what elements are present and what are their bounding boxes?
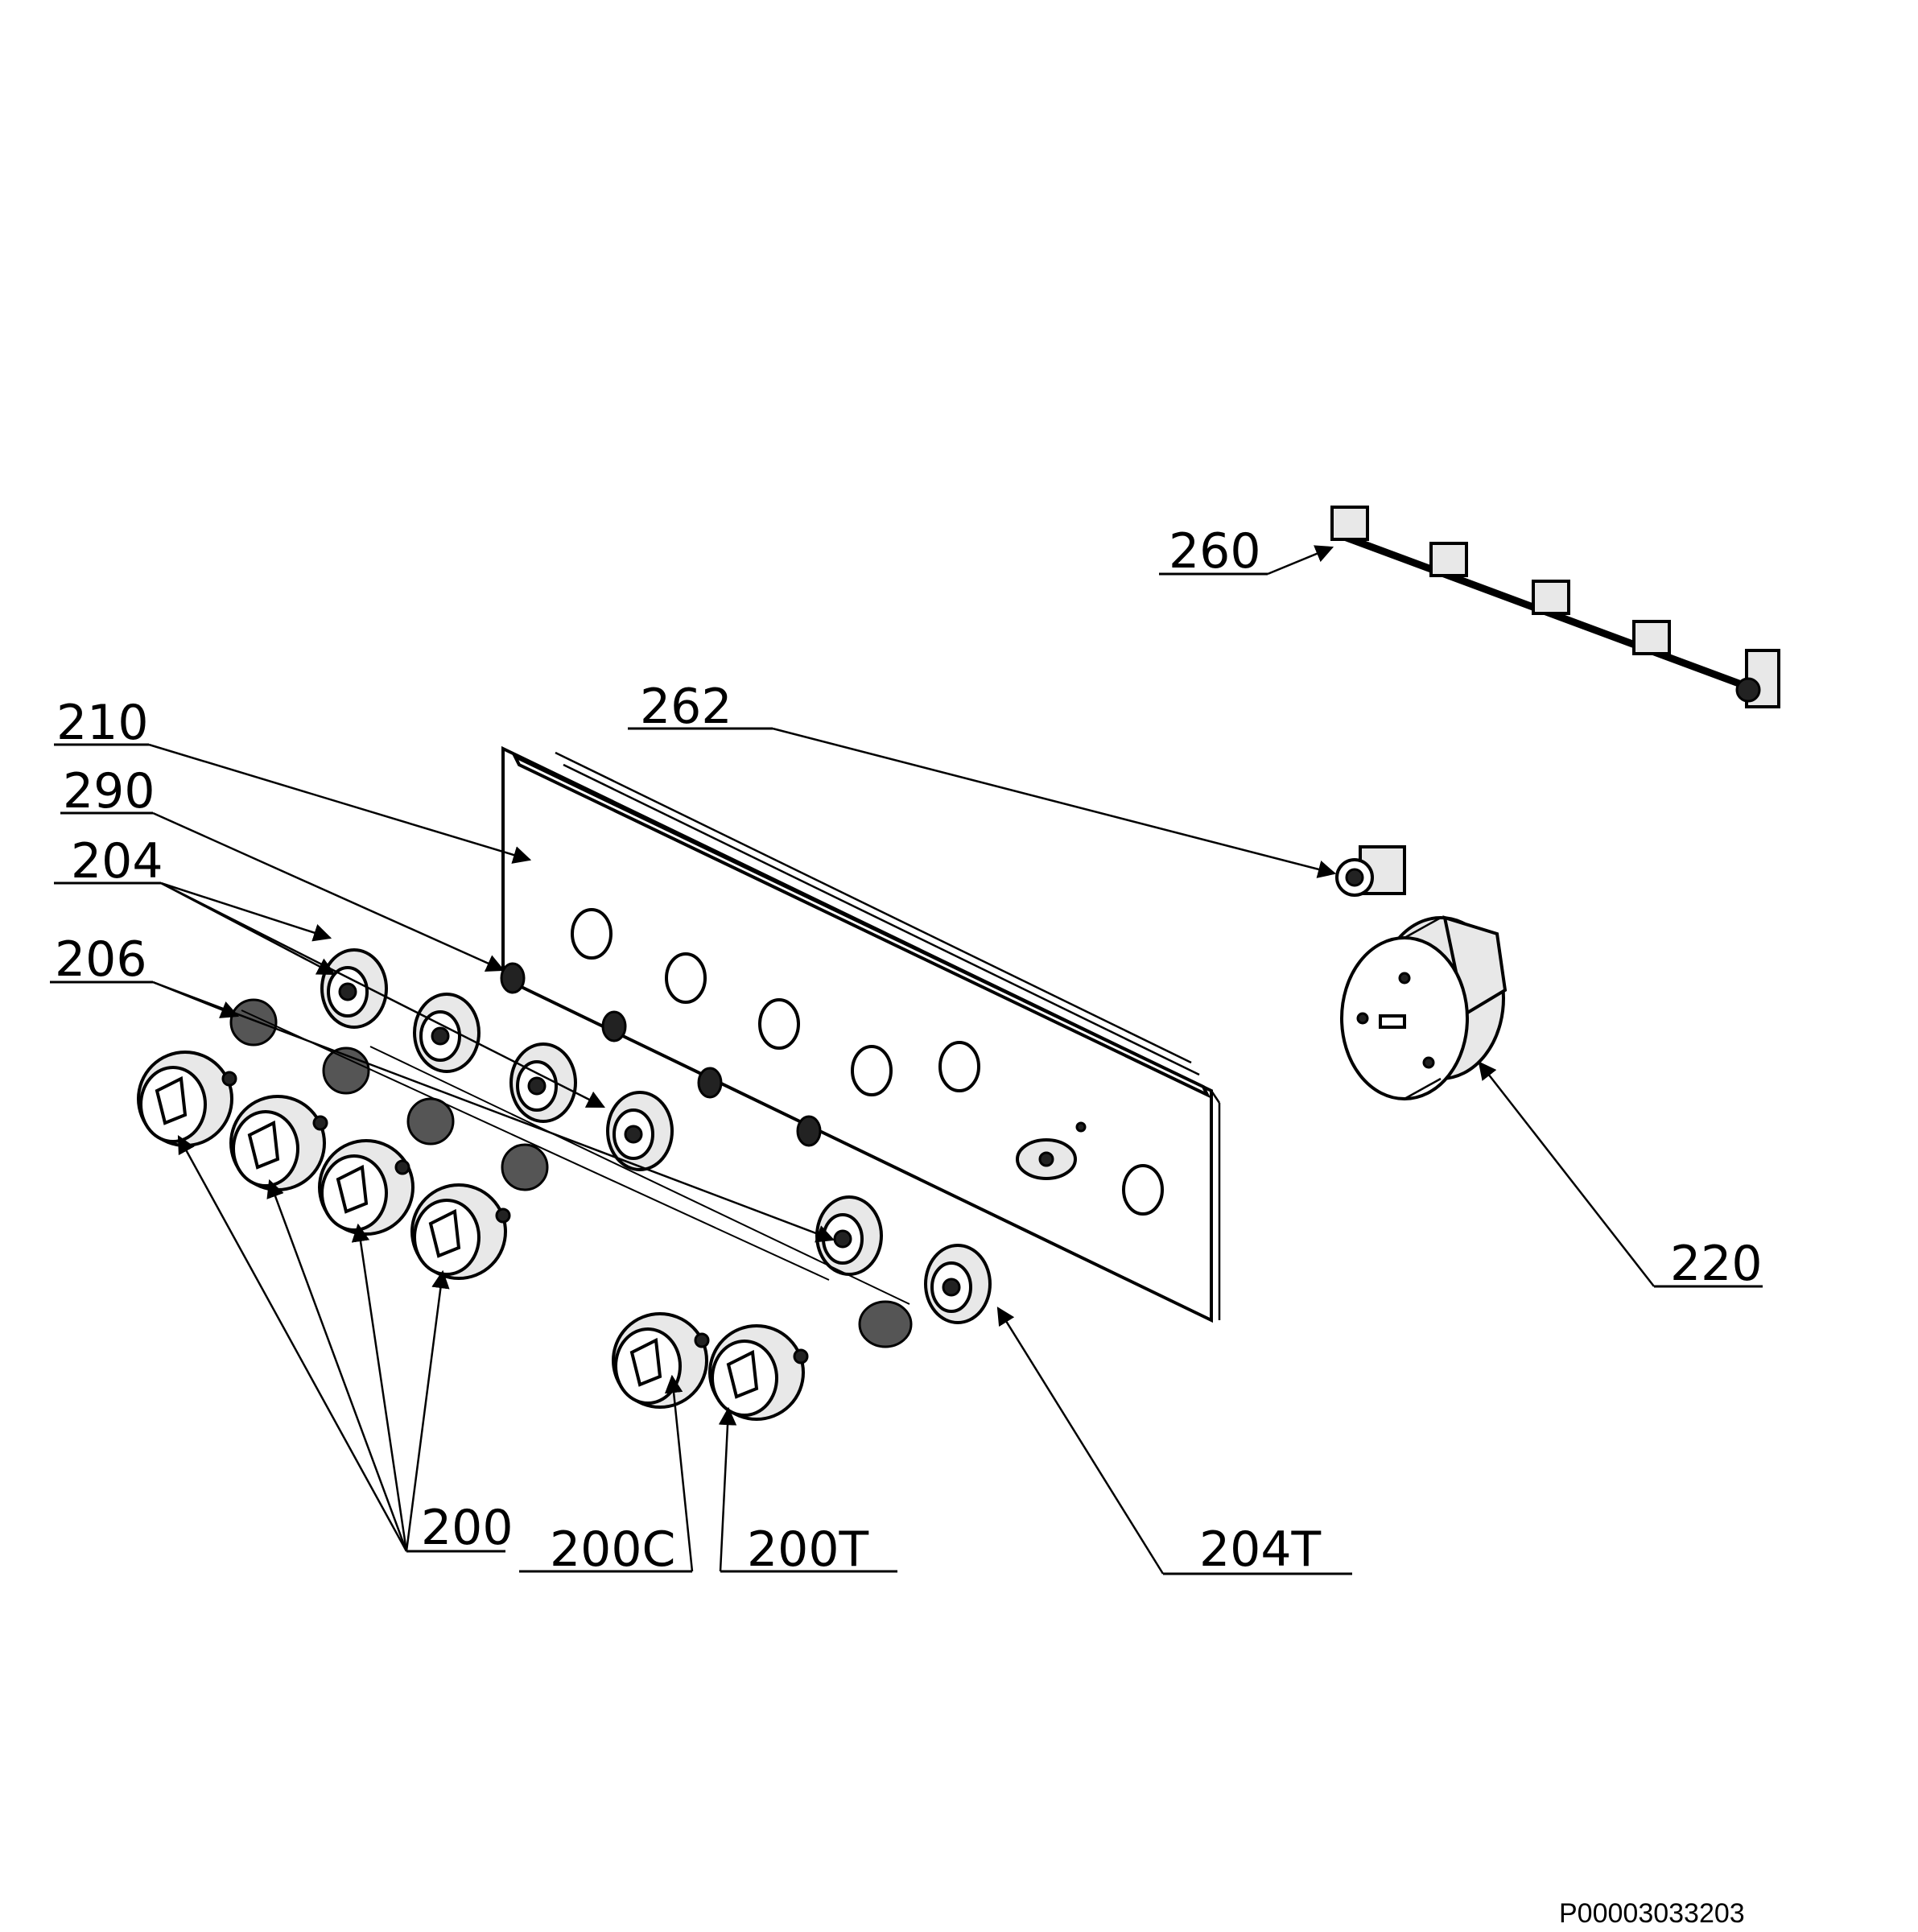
knob-cooktop [612,1312,710,1409]
callout-204t: 204T [1199,1521,1322,1578]
callout-262: 262 [640,679,732,735]
bezel-4 [606,1091,674,1171]
callout-206: 206 [55,931,147,988]
springs [229,998,913,1348]
bezel-3 [509,1042,577,1123]
washers [500,962,822,1147]
control-panel [501,745,1221,1323]
bezel-5 [815,1195,883,1276]
bezel-2 [413,993,481,1073]
knob-2 [229,1095,328,1191]
knob-4 [410,1183,511,1280]
bezel-1 [320,948,388,1029]
knobs [137,1051,809,1421]
leader-lines [50,545,1763,1575]
callout-200: 200 [421,1500,514,1556]
drawing-code: P00003033203 [1559,1898,1745,1929]
switch-bar [1330,506,1780,708]
callout-200t: 200T [747,1521,869,1578]
callout-220: 220 [1670,1236,1763,1292]
callout-210: 210 [56,695,149,751]
bezel-timer [924,1244,992,1324]
knob-timer [708,1324,809,1421]
callout-290: 290 [63,763,155,819]
callout-200c: 200C [550,1521,675,1578]
timer [1340,915,1508,1100]
knob-1 [137,1051,237,1147]
push-switch [1335,845,1406,897]
bezels [320,948,992,1324]
callout-260: 260 [1169,523,1261,580]
callout-204: 204 [71,833,163,890]
knob-3 [318,1139,415,1236]
